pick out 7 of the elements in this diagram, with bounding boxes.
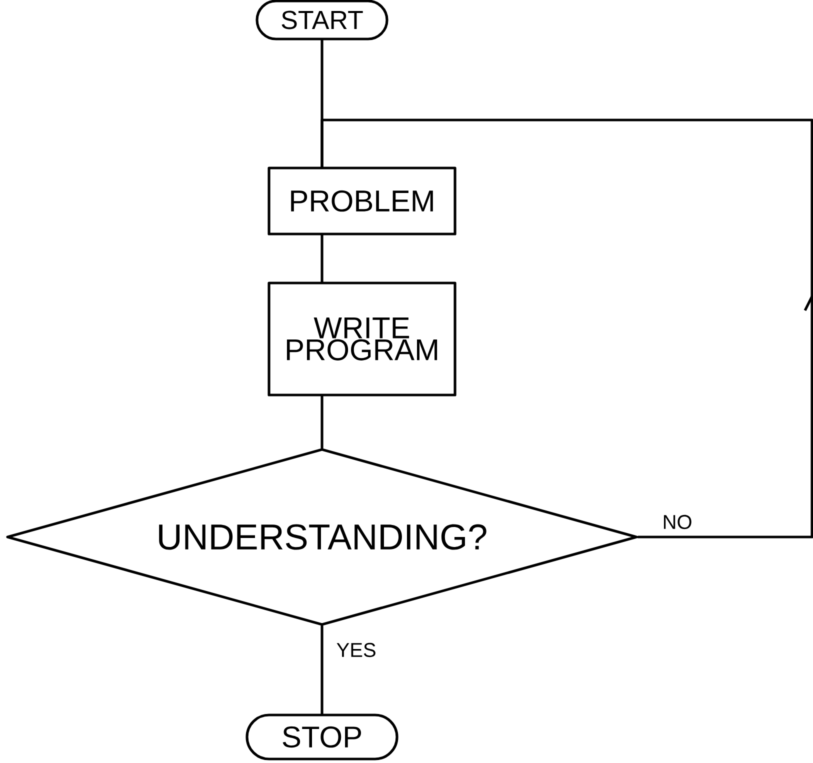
process-box: PROBLEM [268, 166, 456, 236]
connector-line [320, 395, 324, 449]
connector-line [320, 625, 324, 715]
process-box: WRITE PROGRAM [268, 282, 456, 396]
connector-line [320, 234, 324, 283]
edge-label: NO [661, 514, 694, 530]
edge-label: YES [335, 642, 378, 658]
